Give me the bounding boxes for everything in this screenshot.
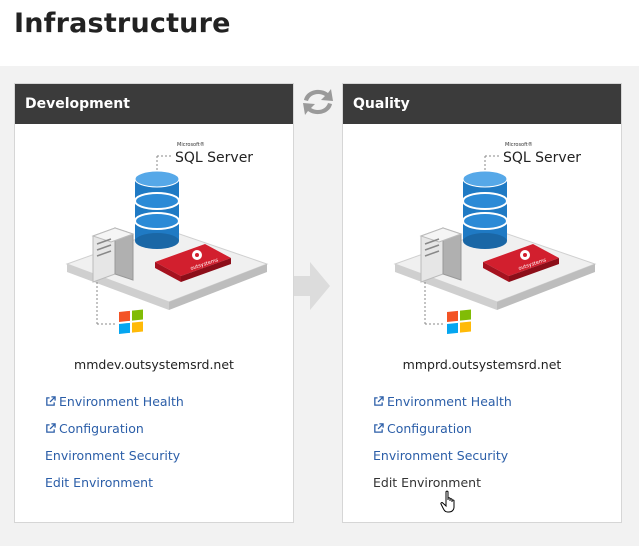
configuration-link[interactable]: Configuration (45, 421, 184, 436)
environment-title: Development (15, 84, 293, 124)
windows-logo-icon (119, 309, 143, 334)
page-title: Infrastructure (14, 8, 231, 39)
edit-environment-link[interactable]: Edit Environment (373, 475, 481, 490)
environment-hostname: mmprd.outsystemsrd.net (402, 357, 562, 372)
database-icon (134, 170, 180, 249)
svg-text:Microsoft®: Microsoft® (505, 141, 533, 148)
environment-health-link[interactable]: Environment Health (45, 394, 184, 409)
environment-links: Environment Health Configuration Environ… (373, 394, 512, 502)
external-link-icon (46, 423, 56, 433)
arrow-right-icon (292, 262, 330, 310)
environment-health-link[interactable]: Environment Health (373, 394, 512, 409)
external-link-icon (374, 423, 384, 433)
environment-card-development: Development outsystems (14, 83, 294, 523)
svg-text:Microsoft®: Microsoft® (177, 141, 205, 148)
db-label: SQL Server (503, 150, 581, 166)
environment-security-link[interactable]: Environment Security (373, 448, 509, 463)
server-icon (91, 227, 135, 283)
database-icon (462, 170, 508, 249)
configuration-link[interactable]: Configuration (373, 421, 512, 436)
windows-logo-icon (447, 309, 471, 334)
hand-cursor-icon (440, 490, 455, 513)
external-link-icon (46, 396, 56, 406)
environment-title: Quality (343, 84, 621, 124)
db-label: SQL Server (175, 150, 253, 166)
environment-illustration: outsystems Microsoft® SQL Server (393, 141, 597, 334)
environment-illustration: outsystems Microsoft® SQL Server (65, 141, 269, 334)
environment-card-quality: Quality outsystems M (342, 83, 622, 523)
swap-icon[interactable] (298, 84, 338, 120)
environment-links: Environment Health Configuration Environ… (45, 394, 184, 502)
platform-server-icon: outsystems (483, 244, 559, 282)
external-link-icon (374, 396, 384, 406)
environment-hostname: mmdev.outsystemsrd.net (74, 357, 234, 372)
edit-environment-link[interactable]: Edit Environment (45, 475, 153, 490)
server-icon (419, 227, 463, 283)
platform-server-icon: outsystems (155, 244, 231, 282)
environment-security-link[interactable]: Environment Security (45, 448, 181, 463)
